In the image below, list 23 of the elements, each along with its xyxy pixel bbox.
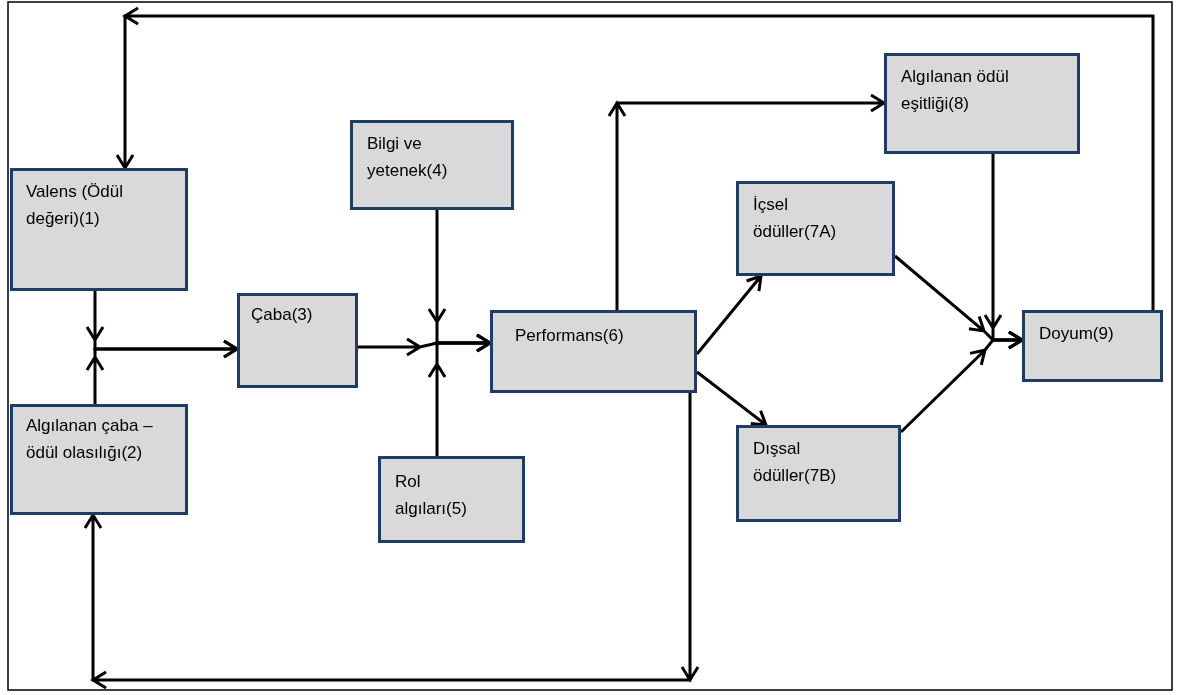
process-box bbox=[10, 404, 188, 515]
arrow bbox=[115, 6, 1155, 312]
process-box bbox=[736, 425, 901, 522]
box-label: Valens (Ödül değeri)(1) bbox=[26, 181, 124, 230]
process-box bbox=[378, 456, 525, 543]
box-label: Doyum(9) bbox=[1039, 323, 1115, 345]
box-label: Performans(6) bbox=[515, 325, 625, 347]
arrow bbox=[83, 391, 700, 690]
box-label: Algılanan ödül eşitliği(8) bbox=[901, 66, 1010, 115]
arrow bbox=[695, 370, 769, 427]
process-box bbox=[490, 310, 697, 393]
process-box bbox=[237, 293, 358, 388]
box-label: Bilgi ve yetenek(4) bbox=[367, 133, 449, 182]
process-box bbox=[350, 120, 514, 210]
process-box bbox=[736, 181, 895, 276]
process-box bbox=[1022, 310, 1163, 382]
process-box bbox=[884, 53, 1080, 154]
box-label: İçsel ödüller(7A) bbox=[753, 194, 838, 243]
box-label: Çaba(3) bbox=[251, 304, 314, 326]
box-label: Dışsal ödüller(7B) bbox=[753, 438, 838, 487]
box-label: Rol algıları(5) bbox=[395, 471, 468, 520]
process-box bbox=[10, 168, 188, 291]
box-label: Algılanan çaba –ödül olasılığı(2) bbox=[26, 415, 154, 464]
